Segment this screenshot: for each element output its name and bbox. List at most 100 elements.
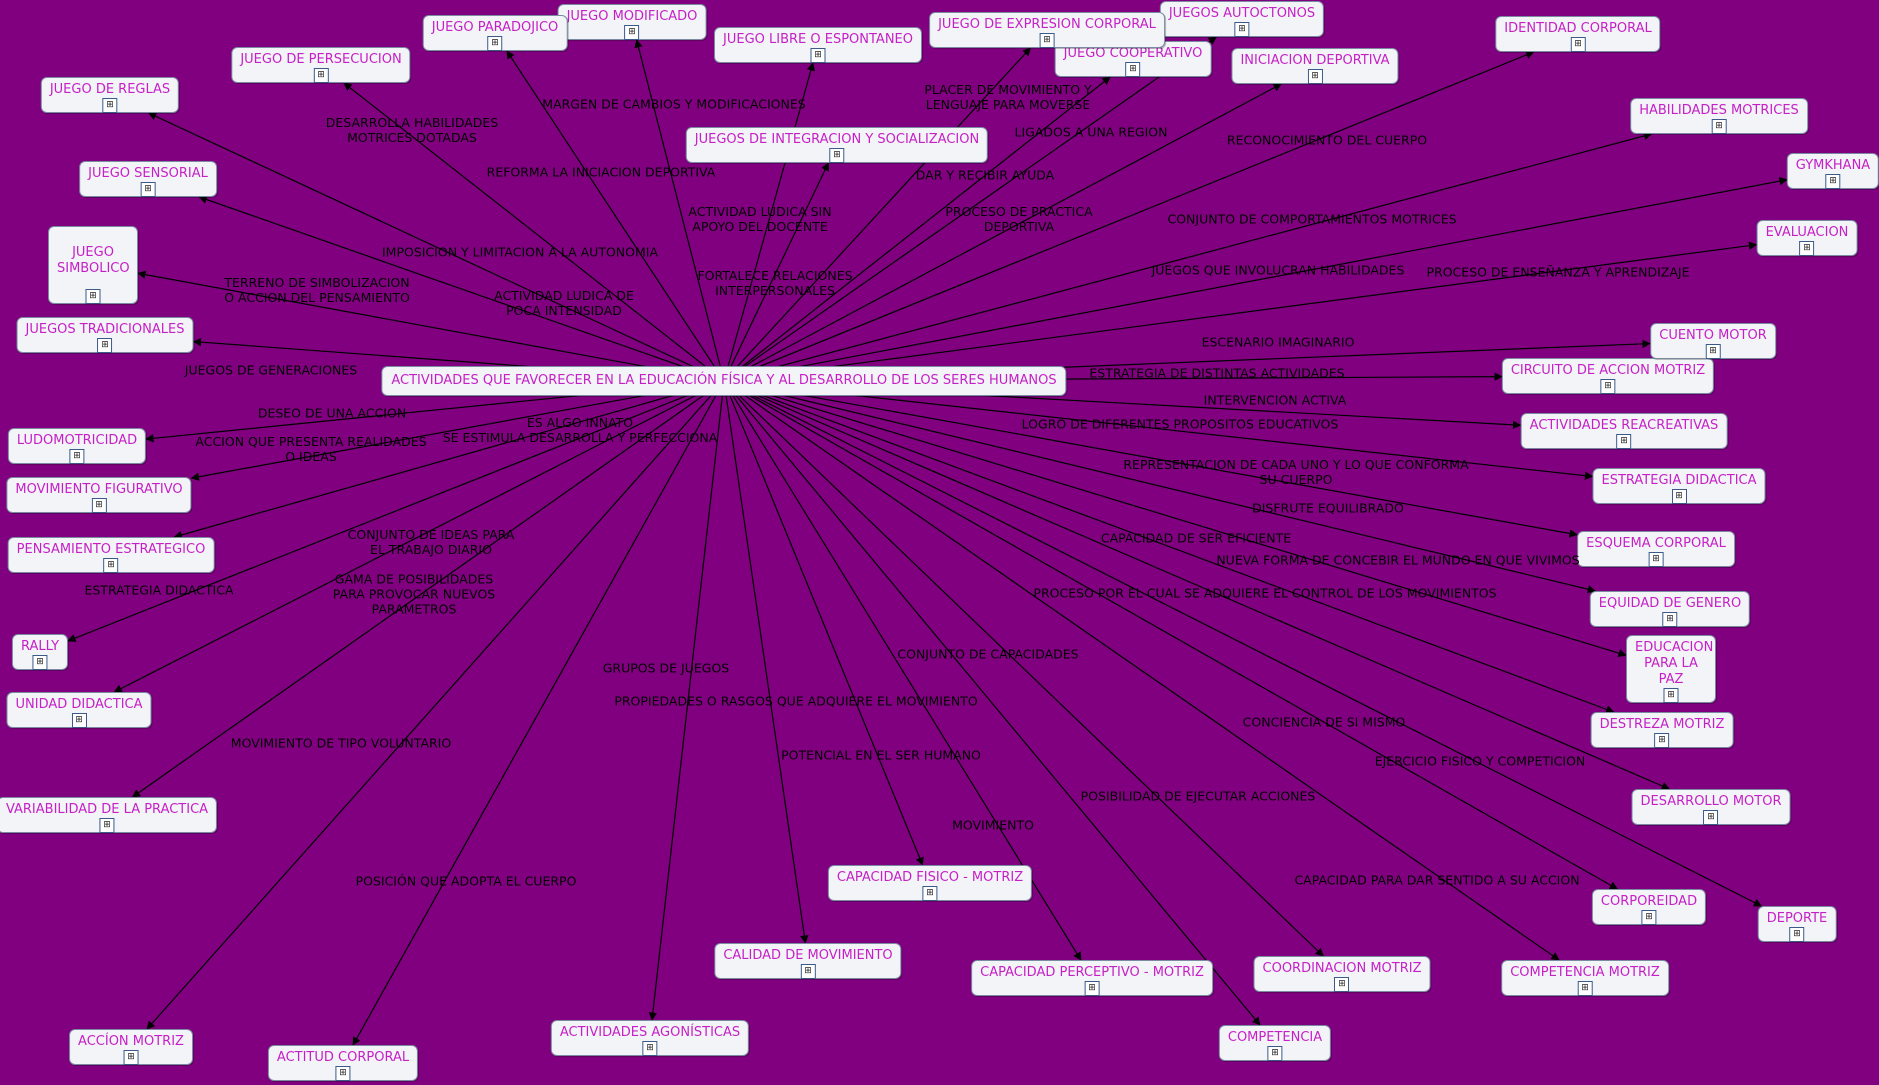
concept-node-iniciacion-deportiva[interactable]: INICIACION DEPORTIVA⊞	[1231, 48, 1399, 84]
resource-link-icon[interactable]: ⊞	[1711, 119, 1727, 134]
concept-node-root[interactable]: ACTIVIDADES QUE FAVORECER EN LA EDUCACIÓ…	[381, 366, 1067, 396]
resource-link-icon[interactable]: ⊞	[103, 558, 119, 573]
resource-link-icon[interactable]: ⊞	[1234, 22, 1250, 37]
concept-node-juego-persecucion[interactable]: JUEGO DE PERSECUCION⊞	[231, 47, 411, 83]
link-label-juego-sensorial: ACTIVIDAD LUDICA DE POCA INTENSIDAD	[494, 288, 634, 318]
resource-link-icon[interactable]: ⊞	[1039, 33, 1055, 48]
resource-link-icon[interactable]: ⊞	[71, 713, 87, 728]
resource-link-icon[interactable]: ⊞	[140, 182, 156, 197]
resource-link-icon[interactable]: ⊞	[1570, 37, 1586, 52]
resource-link-icon[interactable]: ⊞	[1648, 552, 1664, 567]
resource-link-icon[interactable]: ⊞	[1577, 981, 1593, 996]
concept-node-destreza-motriz[interactable]: DESTREZA MOTRIZ⊞	[1590, 712, 1734, 748]
resource-link-icon[interactable]: ⊞	[1663, 688, 1679, 703]
resource-link-icon[interactable]: ⊞	[335, 1066, 351, 1081]
link-line-pensamiento-estrategico	[173, 380, 725, 539]
resource-link-icon[interactable]: ⊞	[922, 886, 938, 901]
resource-link-icon[interactable]: ⊞	[642, 1041, 658, 1056]
concept-label: COMPETENCIA MOTRIZ	[1510, 965, 1660, 980]
concept-node-juego-libre[interactable]: JUEGO LIBRE O ESPONTANEO⊞	[714, 27, 922, 63]
concept-node-actitud-corporal[interactable]: ACTITUD CORPORAL⊞	[267, 1045, 419, 1081]
resource-link-icon[interactable]: ⊞	[1662, 612, 1678, 627]
concept-node-coordinacion-motriz[interactable]: COORDINACION MOTRIZ⊞	[1253, 956, 1431, 992]
concept-node-equidad-genero[interactable]: EQUIDAD DE GENERO⊞	[1589, 591, 1751, 627]
link-label-corporeidad: CONCIENCIA DE SI MISMO	[1242, 714, 1406, 730]
resource-link-icon[interactable]: ⊞	[1084, 981, 1100, 996]
resource-link-icon[interactable]: ⊞	[1641, 910, 1657, 925]
resource-link-icon[interactable]: ⊞	[32, 655, 48, 670]
concept-node-rally[interactable]: RALLY⊞	[11, 634, 69, 670]
link-line-estrategia-didactica	[723, 380, 1594, 480]
resource-link-icon[interactable]: ⊞	[624, 25, 640, 40]
resource-link-icon[interactable]: ⊞	[1125, 62, 1141, 77]
concept-node-juegos-autoctonos[interactable]: JUEGOS AUTOCTONOS⊞	[1159, 1, 1325, 37]
concept-node-ludomotricidad[interactable]: LUDOMOTRICIDAD⊞	[7, 428, 147, 464]
concept-node-identidad-corporal[interactable]: IDENTIDAD CORPORAL⊞	[1495, 16, 1661, 52]
resource-link-icon[interactable]: ⊞	[91, 498, 107, 513]
link-line-equidad-genero	[723, 380, 1597, 594]
concept-node-accion-motriz[interactable]: ACCÍON MOTRIZ⊞	[69, 1029, 193, 1065]
concept-node-juego-reglas[interactable]: JUEGO DE REGLAS⊞	[40, 77, 180, 113]
concept-node-actividades-recreativas[interactable]: ACTIVIDADES REACREATIVAS⊞	[1520, 413, 1728, 449]
concept-node-estrategia-didactica[interactable]: ESTRATEGIA DIDACTICA⊞	[1592, 468, 1766, 504]
concept-node-movimiento-figurativo[interactable]: MOVIMIENTO FIGURATIVO⊞	[6, 477, 192, 513]
resource-link-icon[interactable]: ⊞	[1616, 434, 1632, 449]
resource-link-icon[interactable]: ⊞	[1267, 1046, 1283, 1061]
link-line-calidad-movimiento	[723, 380, 809, 944]
resource-link-icon[interactable]: ⊞	[102, 98, 118, 113]
concept-node-gymkhana[interactable]: GYMKHANA⊞	[1786, 153, 1879, 189]
concept-node-competencia-motriz[interactable]: COMPETENCIA MOTRIZ⊞	[1501, 960, 1669, 996]
resource-link-icon[interactable]: ⊞	[487, 36, 503, 51]
link-label-juego-persecucion: DESARROLLA HABILIDADES MOTRICES DOTADAS	[325, 115, 499, 145]
resource-link-icon[interactable]: ⊞	[800, 964, 816, 979]
link-label-juego-expresion-corporal: PLACER DE MOVIMIENTO Y LENGUAJE PARA MOV…	[924, 82, 1092, 112]
concept-node-cuento-motor[interactable]: CUENTO MOTOR⊞	[1650, 323, 1776, 359]
resource-link-icon[interactable]: ⊞	[69, 449, 85, 464]
link-label-accion-motriz: MOVIMIENTO DE TIPO VOLUNTARIO	[230, 735, 452, 751]
concept-node-capacidad-perceptivo-motriz[interactable]: CAPACIDAD PERCEPTIVO - MOTRIZ⊞	[971, 960, 1213, 996]
concept-node-actividades-agonisticas[interactable]: ACTIVIDADES AGONÍSTICAS⊞	[550, 1020, 750, 1056]
resource-link-icon[interactable]: ⊞	[829, 148, 845, 163]
concept-node-juegos-tradicionales[interactable]: JUEGOS TRADICIONALES⊞	[16, 317, 194, 353]
concept-node-calidad-movimiento[interactable]: CALIDAD DE MOVIMIENTO⊞	[714, 943, 902, 979]
concept-node-corporeidad[interactable]: CORPOREIDAD⊞	[1591, 889, 1707, 925]
concept-node-juegos-integracion[interactable]: JUEGOS DE INTEGRACION Y SOCIALIZACION⊞	[685, 127, 989, 163]
resource-link-icon[interactable]: ⊞	[1654, 733, 1670, 748]
concept-node-juego-sensorial[interactable]: JUEGO SENSORIAL⊞	[79, 161, 217, 197]
resource-link-icon[interactable]: ⊞	[1789, 927, 1805, 942]
concept-node-juego-expresion-corporal[interactable]: JUEGO DE EXPRESION CORPORAL⊞	[929, 12, 1165, 48]
resource-link-icon[interactable]: ⊞	[1825, 174, 1841, 189]
concept-node-pensamiento-estrategico[interactable]: PENSAMIENTO ESTRATEGICO⊞	[7, 537, 215, 573]
resource-link-icon[interactable]: ⊞	[810, 48, 826, 63]
resource-link-icon[interactable]: ⊞	[123, 1050, 139, 1065]
link-line-juego-paradojico	[506, 50, 725, 382]
concept-node-habilidades-motrices[interactable]: HABILIDADES MOTRICES⊞	[1630, 98, 1808, 134]
concept-label: JUEGO LIBRE O ESPONTANEO	[723, 32, 913, 47]
concept-node-variabilidad-practica[interactable]: VARIABILIDAD DE LA PRACTICA⊞	[0, 797, 218, 833]
resource-link-icon[interactable]: ⊞	[1600, 379, 1616, 394]
concept-node-juego-simbolico[interactable]: JUEGO SIMBOLICO⊞	[48, 226, 138, 304]
resource-link-icon[interactable]: ⊞	[97, 338, 113, 353]
resource-link-icon[interactable]: ⊞	[1703, 810, 1719, 825]
resource-link-icon[interactable]: ⊞	[99, 818, 115, 833]
concept-label: ACTIVIDADES QUE FAVORECER EN LA EDUCACIÓ…	[391, 373, 1057, 388]
concept-node-desarrollo-motor[interactable]: DESARROLLO MOTOR⊞	[1631, 789, 1791, 825]
concept-node-educacion-paz[interactable]: EDUCACION PARA LA PAZ⊞	[1626, 635, 1716, 703]
concept-node-competencia[interactable]: COMPETENCIA⊞	[1218, 1025, 1332, 1061]
resource-link-icon[interactable]: ⊞	[1307, 69, 1323, 84]
concept-node-juego-paradojico[interactable]: JUEGO PARADOJICO⊞	[422, 15, 568, 51]
resource-link-icon[interactable]: ⊞	[1705, 344, 1721, 359]
resource-link-icon[interactable]: ⊞	[313, 68, 329, 83]
concept-label: LUDOMOTRICIDAD	[16, 433, 138, 448]
concept-node-esquema-corporal[interactable]: ESQUEMA CORPORAL⊞	[1577, 531, 1735, 567]
resource-link-icon[interactable]: ⊞	[1799, 241, 1815, 256]
concept-node-unidad-didactica[interactable]: UNIDAD DIDACTICA⊞	[6, 692, 152, 728]
concept-node-deporte[interactable]: DEPORTE⊞	[1757, 906, 1837, 942]
concept-node-evaluacion[interactable]: EVALUACION⊞	[1756, 220, 1858, 256]
concept-node-juego-modificado[interactable]: JUEGO MODIFICADO⊞	[557, 4, 707, 40]
resource-link-icon[interactable]: ⊞	[1334, 977, 1350, 992]
concept-node-capacidad-fisico-motriz[interactable]: CAPACIDAD FISICO - MOTRIZ⊞	[827, 865, 1033, 901]
concept-node-circuito-accion-motriz[interactable]: CIRCUITO DE ACCION MOTRIZ⊞	[1501, 358, 1715, 394]
resource-link-icon[interactable]: ⊞	[1671, 489, 1687, 504]
resource-link-icon[interactable]: ⊞	[85, 289, 101, 304]
